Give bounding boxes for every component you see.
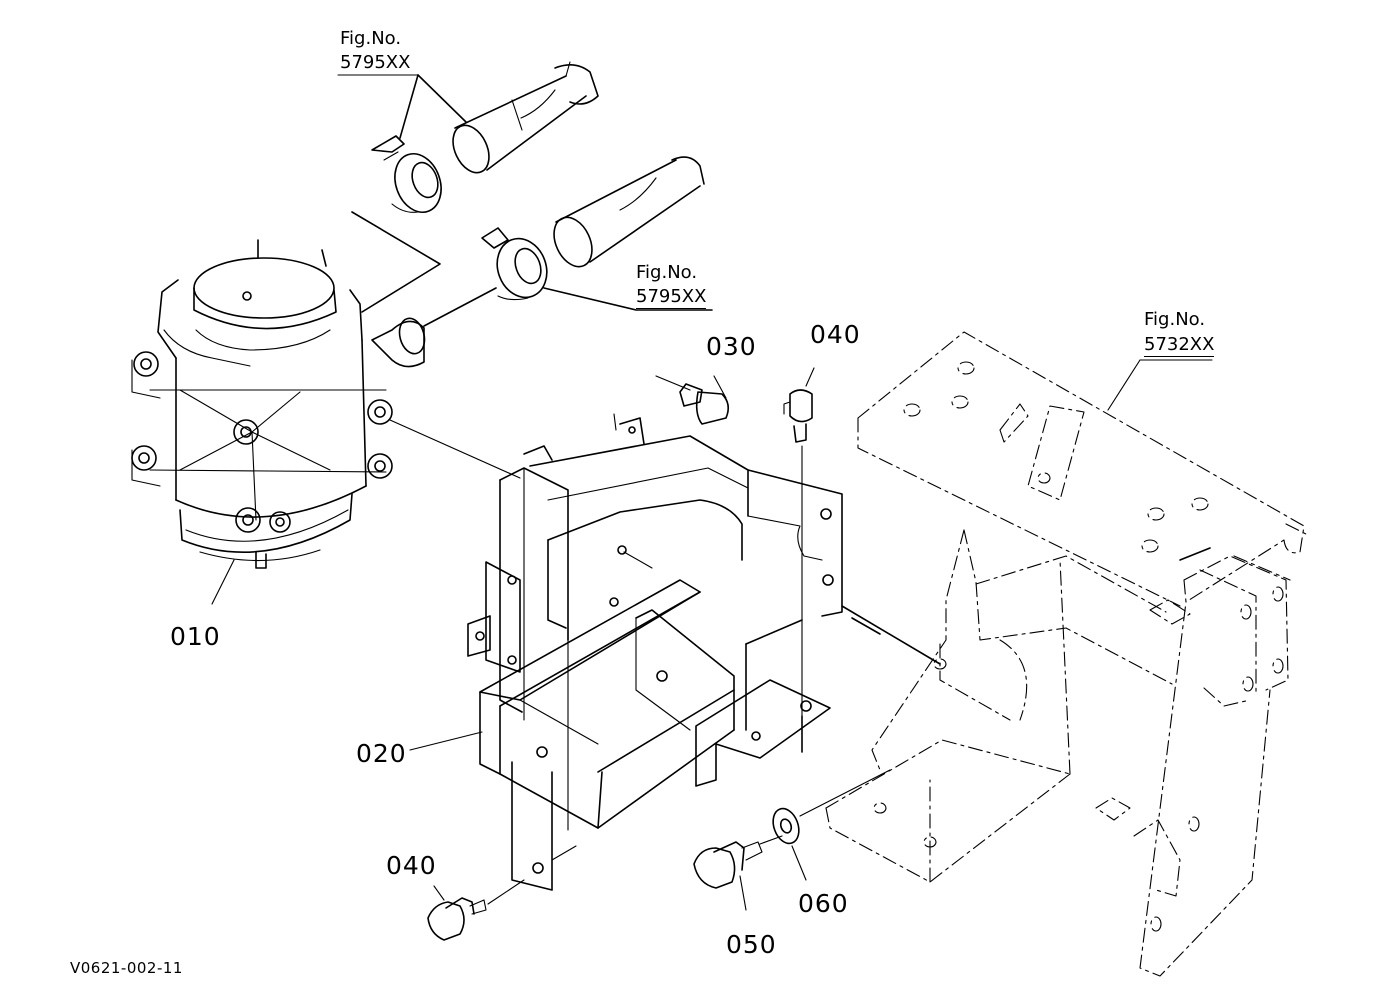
frame-5732xx: [825, 331, 1311, 977]
lower-hose-clamp: [481, 227, 548, 301]
upper-hose-assembly: [452, 61, 599, 174]
fig-ref-1-label: Fig.No.: [340, 28, 402, 49]
bolt-040-lower: [427, 879, 525, 941]
leader-010-to-020: [389, 419, 521, 479]
leader-020: [409, 731, 483, 751]
alignment-lines: [745, 547, 1211, 753]
bracket-020: [467, 417, 843, 891]
part-label-040-upper: 040: [810, 320, 861, 349]
part-label-050: 050: [726, 930, 777, 959]
leader-5732xx: [1107, 359, 1213, 411]
fig-ref-2-number: 5795XX: [636, 286, 707, 309]
fig-ref-3-label: Fig.No.: [1144, 309, 1206, 330]
bolt-050: [693, 835, 783, 911]
part-label-040-lower: 040: [386, 851, 437, 880]
bolt-030: [655, 375, 730, 425]
bolt-040-upper: [783, 367, 815, 717]
leader-lines-top: [351, 74, 713, 327]
fig-ref-3-number: 5732XX: [1144, 334, 1215, 357]
fig-ref-2-label: Fig.No.: [636, 262, 698, 283]
leader-010: [211, 559, 235, 605]
part-label-060: 060: [798, 889, 849, 918]
part-label-010: 010: [170, 622, 221, 651]
washer-060: [772, 769, 891, 881]
upper-hose-clamp: [371, 135, 442, 213]
part-label-020: 020: [356, 739, 407, 768]
lower-hose-assembly: [553, 156, 705, 268]
part-label-030: 030: [706, 332, 757, 361]
tab-detail: [613, 413, 617, 431]
air-cleaner-010: [131, 239, 426, 569]
drawing-code: V0621-002-11: [70, 959, 183, 977]
fig-ref-1-number: 5795XX: [340, 52, 411, 73]
